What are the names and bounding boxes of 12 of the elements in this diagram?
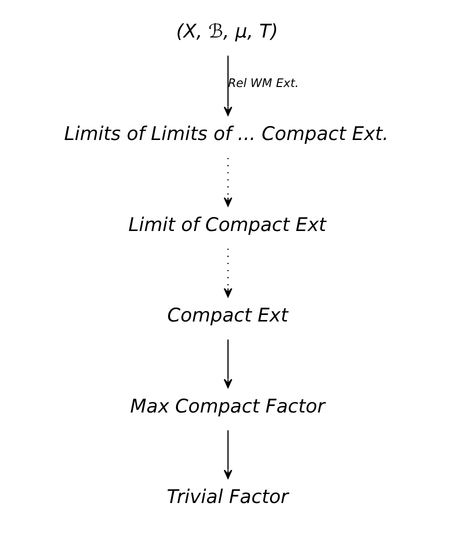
arrow [224,158,232,207]
arrow [224,340,232,388]
arrow [224,430,232,479]
node-text: Compact Ext [167,304,288,327]
node-text: Limit of Compact Ext [128,214,326,236]
node-text: Trivial Factor [166,486,288,508]
arrow [224,56,232,116]
node-text: (X, ℬ, μ, T) [176,20,278,42]
arrow [224,248,232,298]
edge-label: Rel WM Ext. [228,76,299,90]
node-text: Limits of Limits of ... Compact Ext. [64,123,388,146]
node-text: Max Compact Factor [130,395,325,418]
